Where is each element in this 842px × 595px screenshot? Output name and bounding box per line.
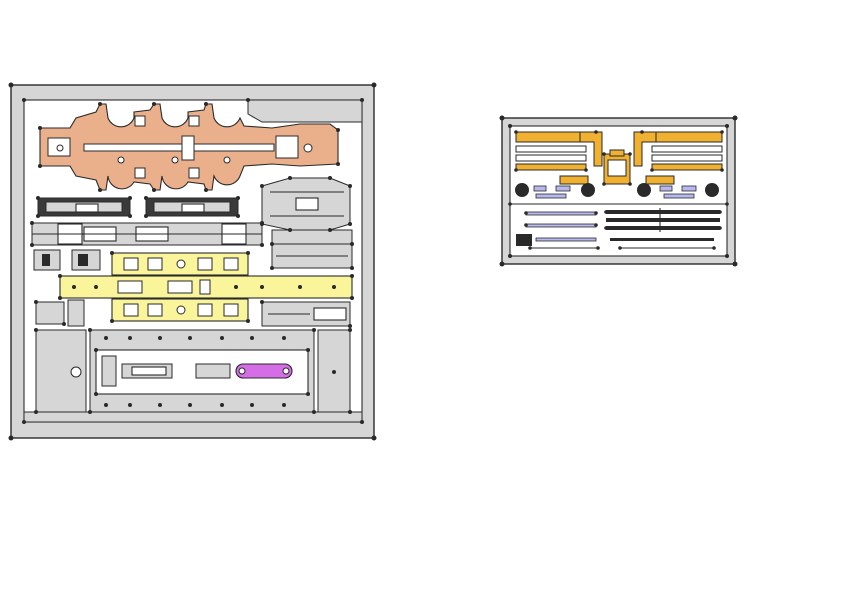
sheet-right [499, 115, 738, 267]
yellow-bottom-plate [111, 298, 249, 322]
small-parts-left [33, 249, 101, 271]
bogie-upper-part [261, 177, 353, 269]
chassis-frame-part [39, 103, 339, 191]
valve-gear-left [515, 131, 603, 199]
chassis-axle-holes [56, 115, 313, 179]
sheet-left-tags [8, 82, 377, 441]
bufferbeam-strip [31, 222, 263, 246]
chassis-cross-slot [181, 135, 195, 161]
magenta-link [235, 363, 293, 379]
chassis-bolster-hole [275, 135, 299, 159]
fret-corner-tab [247, 99, 363, 123]
yellow-long-strip [59, 275, 353, 299]
small-parts-mid [35, 299, 351, 327]
sheet-right-tags [499, 115, 738, 267]
solebar-parts [37, 197, 239, 217]
yellow-top-plate [111, 252, 249, 276]
sheet-left [8, 82, 377, 441]
fret-bottom-strip [23, 411, 363, 423]
rods-right [606, 208, 720, 249]
bottom-frame-part [35, 329, 351, 413]
valve-gear-centre [603, 149, 631, 185]
chassis-centre-slot [83, 143, 275, 152]
valve-gear-right [633, 131, 723, 199]
